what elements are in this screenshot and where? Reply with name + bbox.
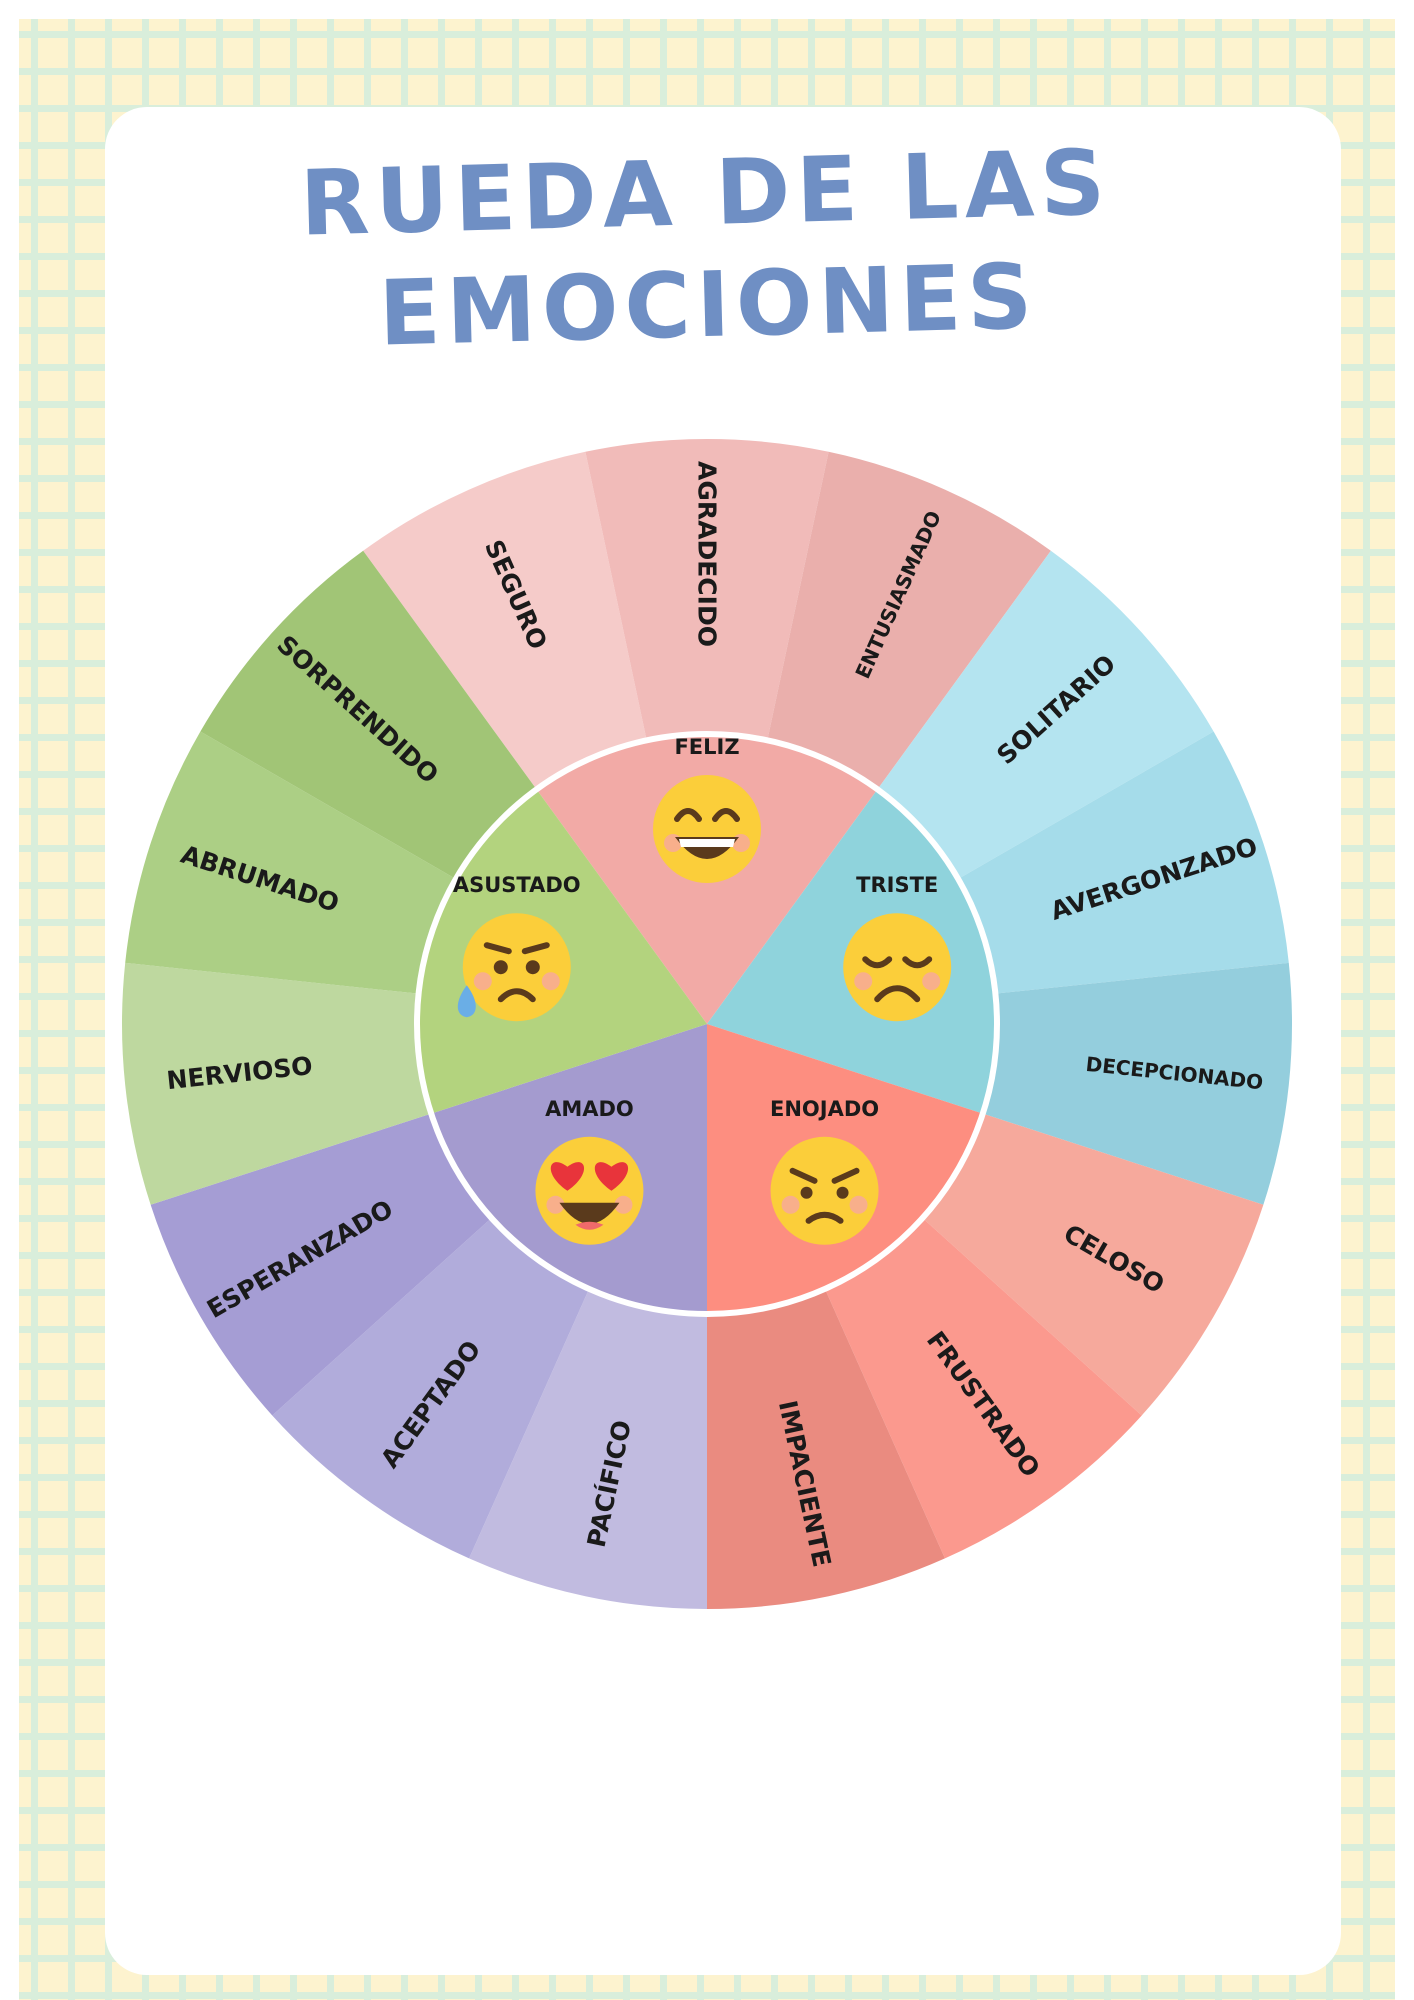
outer-segment-sorprendido xyxy=(200,550,537,879)
angry-face-icon xyxy=(770,1136,879,1245)
outer-segment-entusiasmado xyxy=(767,451,1051,790)
anxious-sweat-face-icon xyxy=(457,913,571,1022)
grinning-face-icon xyxy=(653,775,761,883)
outer-segment-solitario xyxy=(877,550,1214,879)
outer-segment-esperanzado xyxy=(150,1113,492,1416)
core-label-amado: AMADO xyxy=(545,1097,634,1121)
outer-segment-celoso xyxy=(922,1113,1264,1416)
inner-ring-border xyxy=(414,731,1000,1317)
outer-segment-nervioso xyxy=(122,962,432,1205)
outer-segment-pacifico xyxy=(469,1288,707,1610)
outer-segment-seguro xyxy=(363,451,647,790)
sad-face-icon xyxy=(843,913,952,1022)
core-label-asustado: ASUSTADO xyxy=(453,873,581,897)
outer-segment-impaciente xyxy=(707,1288,945,1609)
core-label-feliz: FELIZ xyxy=(674,735,739,759)
outer-label-agradecido: AGRADECIDO xyxy=(693,461,722,647)
core-label-enojado: ENOJADO xyxy=(770,1097,879,1121)
outer-segment-frustrado xyxy=(824,1218,1142,1559)
outer-segment-avergonzado xyxy=(958,731,1289,994)
outer-segment-abrumado xyxy=(125,731,456,994)
core-label-triste: TRISTE xyxy=(856,873,938,897)
outer-segment-decepcionado xyxy=(982,962,1292,1205)
outer-segment-agradecido xyxy=(585,439,829,741)
heart-eyes-face-icon xyxy=(535,1136,644,1245)
outer-segment-aceptado xyxy=(272,1218,590,1559)
